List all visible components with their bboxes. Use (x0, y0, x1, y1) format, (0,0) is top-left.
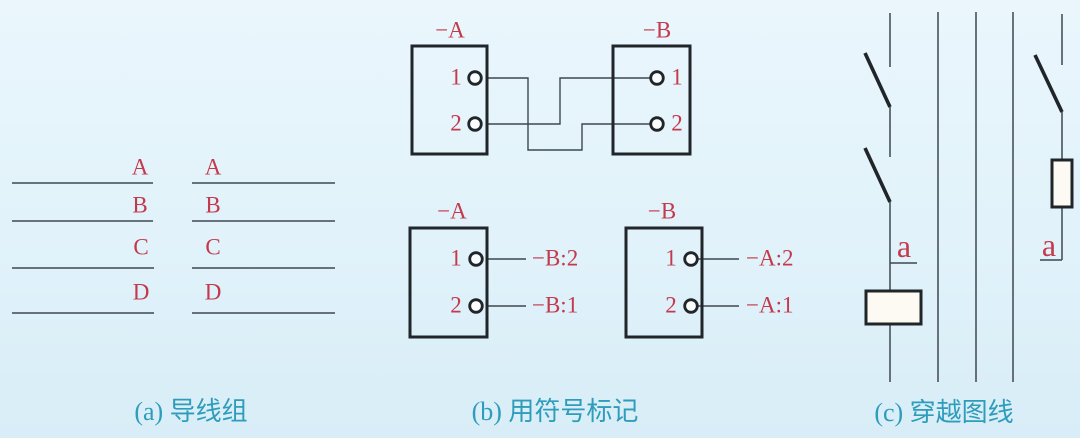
ref-label-b2: −A:1 (746, 292, 794, 318)
terminal-num-b1-top: 1 (671, 64, 683, 90)
terminals-top (467, 70, 665, 132)
switch-blade-2 (863, 147, 892, 203)
wire-label-right-b: B (205, 192, 221, 218)
caption-c: (c) 穿越图线 (874, 398, 1014, 427)
wire-a1-to-b2 (487, 77, 651, 151)
box-b-bottom-label: −B (647, 198, 677, 224)
terminal-a2-top (467, 116, 483, 132)
box-b-top-label: −B (642, 17, 672, 43)
terminal-b1-top (649, 70, 665, 86)
caption-a: (a) 导线组 (134, 397, 248, 426)
wire-label-left-a: A (131, 154, 149, 180)
vertical-bus-lines (937, 12, 1014, 382)
stub-wires-bottom (488, 258, 739, 307)
switch-blade-1 (863, 52, 892, 108)
terminal-b1-bottom (683, 251, 699, 267)
terminal-num-b1-bottom: 1 (665, 245, 677, 271)
coil-symbol (864, 289, 923, 326)
circuit-line-1 (889, 13, 917, 382)
wire-label-right-a: A (204, 154, 222, 180)
terminal-b2-top (649, 116, 665, 132)
caption-b: (b) 用符号标记 (471, 397, 639, 426)
connector-box-b-top (611, 44, 692, 156)
terminal-num-b2-bottom: 2 (665, 292, 677, 318)
box-a-top-label: −A (435, 17, 465, 43)
terminals-bottom (468, 251, 699, 314)
terminal-num-a1-bottom: 1 (450, 245, 462, 271)
terminal-a1-bottom (468, 251, 484, 267)
wire-label-right-d: D (204, 279, 222, 305)
wire-label-right-c: C (205, 234, 221, 260)
switch-blade-3 (1033, 54, 1064, 113)
terminal-num-a1-top: 1 (450, 64, 462, 90)
wire-label-left-d: D (132, 279, 150, 305)
switch-blades-line1 (863, 52, 892, 203)
terminal-a2-bottom (468, 298, 484, 314)
ref-label-b1: −A:2 (746, 245, 794, 271)
terminal-num-a2-top: 2 (450, 110, 462, 136)
connector-boxes-top (410, 44, 692, 156)
crossed-wires (487, 77, 651, 151)
ref-label-a2: −B:1 (532, 292, 579, 318)
connector-box-a-top (410, 44, 489, 156)
box-a-bottom-label: −A (437, 198, 467, 224)
wire-a2-to-b1 (487, 77, 651, 125)
wire-group-right (192, 182, 335, 314)
terminal-a1-top (467, 70, 483, 86)
fuse-symbol (1050, 158, 1074, 209)
wire-group-left (12, 182, 154, 314)
connector-boxes-bottom (408, 226, 704, 339)
wire-label-left-c: C (133, 234, 149, 260)
terminal-num-b2-top: 2 (671, 110, 683, 136)
wire-label-left-b: B (132, 192, 148, 218)
connector-box-a-bottom (408, 226, 489, 339)
terminal-num-a2-bottom: 2 (450, 292, 462, 318)
ref-label-a1: −B:2 (532, 245, 579, 271)
terminal-b2-bottom (683, 298, 699, 314)
connector-box-b-bottom (624, 226, 704, 339)
circuit-line-5 (1040, 14, 1063, 261)
wire-designation-a-right: a (1041, 227, 1057, 263)
wire-designation-a-left: a (896, 228, 912, 264)
